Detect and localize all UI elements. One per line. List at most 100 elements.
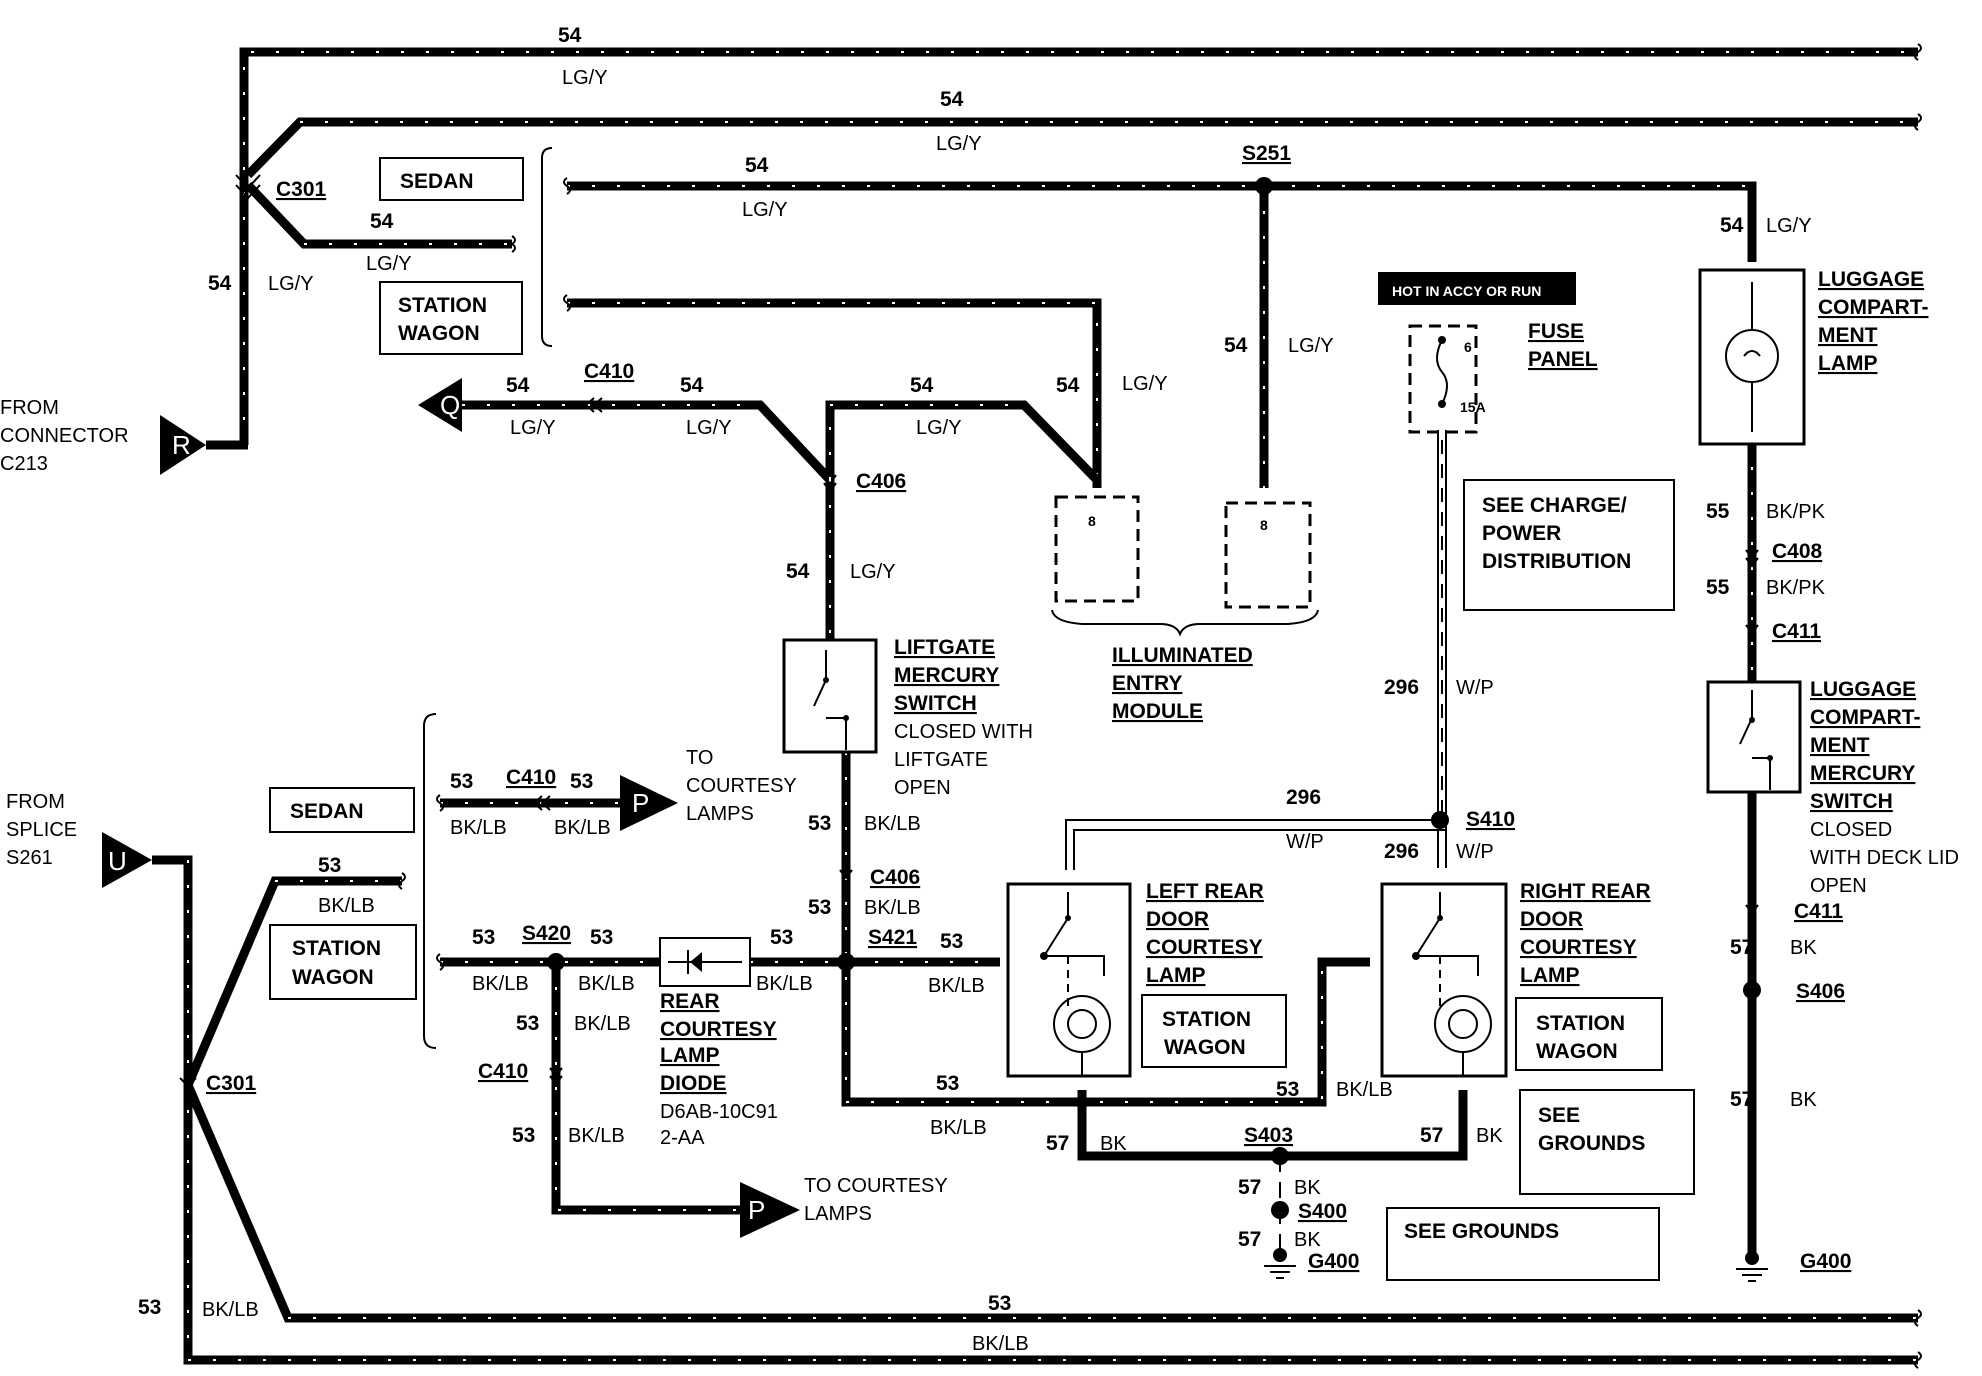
option-box-wagon-top — [379, 281, 523, 355]
label-57: 57 — [1730, 1088, 1753, 1111]
svg-text:8: 8 — [1088, 513, 1096, 529]
label-s421: S421 — [868, 926, 917, 949]
label-to-courtesy-bottom-1: TO COURTESY — [804, 1175, 948, 1197]
label-bklb: BK/LB — [578, 973, 635, 995]
module-bracket — [1051, 609, 1319, 637]
label-lgy: LG/Y — [562, 67, 608, 89]
label-s420: S420 — [522, 922, 571, 945]
label-diode-2: COURTESY — [660, 1018, 777, 1041]
label-left-rear-2: DOOR — [1146, 908, 1209, 931]
label-wp: W/P — [1456, 677, 1494, 699]
wire-54-c406 — [825, 400, 1101, 484]
splice-dot-s420 — [547, 953, 565, 971]
option-box-wagon-bottom — [269, 924, 417, 1000]
label-c411-lower: C411 — [1794, 900, 1843, 923]
label-bk: BK — [1100, 1133, 1127, 1155]
label-bklb: BK/LB — [864, 813, 921, 835]
label-296: 296 — [1384, 840, 1419, 863]
terminal-p-bottom: P — [740, 1182, 800, 1238]
label-see-charge-1: SEE CHARGE/ — [1482, 494, 1627, 517]
label-liftgate-6: OPEN — [894, 777, 951, 799]
label-54: 54 — [910, 374, 934, 397]
splice-dot-s400 — [1271, 1201, 1289, 1219]
label-panel: PANEL — [1528, 348, 1598, 371]
label-c411-upper: C411 — [1772, 620, 1821, 643]
label-57: 57 — [1238, 1176, 1261, 1199]
label-53: 53 — [808, 896, 831, 919]
label-bklb: BK/LB — [972, 1333, 1029, 1355]
label-lgy: LG/Y — [1288, 335, 1334, 357]
ground-symbol-left — [1264, 1248, 1296, 1279]
from-connector-line2: CONNECTOR — [0, 425, 129, 447]
label-54: 54 — [1720, 214, 1744, 237]
label-wagon-bottom: WAGON — [292, 966, 374, 989]
module-box-right — [1224, 501, 1312, 609]
label-luggage-switch-3: MENT — [1810, 734, 1870, 757]
label-57: 57 — [1420, 1124, 1443, 1147]
label-c410-top: C410 — [584, 360, 634, 383]
luggage-lamp — [1698, 268, 1806, 446]
label-bklb: BK/LB — [472, 973, 529, 995]
wire-54-to-q — [462, 400, 834, 484]
label-54: 54 — [370, 210, 394, 233]
label-liftgate-4: CLOSED WITH — [894, 721, 1033, 743]
label-g400-left: G400 — [1308, 1250, 1359, 1273]
label-bklb: BK/LB — [568, 1125, 625, 1147]
label-s410: S410 — [1466, 808, 1515, 831]
label-57: 57 — [1238, 1228, 1261, 1251]
label-53: 53 — [512, 1124, 535, 1147]
label-station-top: STATION — [398, 294, 487, 317]
label-wp: W/P — [1456, 841, 1494, 863]
label-53: 53 — [940, 930, 963, 953]
label-right-rear-4: LAMP — [1520, 964, 1580, 987]
label-diode-part1: D6AB-10C91 — [660, 1101, 778, 1123]
label-luggage-lamp-1: LUGGAGE — [1818, 268, 1924, 291]
label-54: 54 — [745, 154, 769, 177]
splice-dot-s421 — [837, 953, 855, 971]
label-left-rear-4: LAMP — [1146, 964, 1206, 987]
label-bklb: BK/LB — [554, 817, 611, 839]
ground-symbol-right — [1736, 1251, 1768, 1282]
label-left-rear-1: LEFT REAR — [1146, 880, 1264, 903]
label-54: 54 — [680, 374, 704, 397]
label-bklb: BK/LB — [756, 973, 813, 995]
label-54: 54 — [558, 24, 582, 47]
from-splice-line3: S261 — [6, 847, 53, 869]
fuse-panel: 6 15A — [1408, 324, 1486, 434]
label-diode-1: REAR — [660, 990, 720, 1013]
option-bracket-top — [541, 147, 553, 347]
label-296: 296 — [1384, 676, 1419, 699]
label-lgy: LG/Y — [268, 273, 314, 295]
label-station-left-door: STATION — [1162, 1008, 1251, 1031]
wire-53-right-rear — [1068, 957, 1370, 1107]
label-lgy: LG/Y — [510, 417, 556, 439]
label-see-charge-3: DISTRIBUTION — [1482, 550, 1631, 573]
label-53: 53 — [450, 770, 473, 793]
label-module-line1: ILLUMINATED — [1112, 644, 1253, 667]
label-lgy: LG/Y — [916, 417, 962, 439]
label-luggage-switch-6: CLOSED — [1810, 819, 1892, 841]
label-s406: S406 — [1796, 980, 1845, 1003]
label-bk: BK — [1476, 1125, 1503, 1147]
label-to-courtesy-bottom-2: LAMPS — [804, 1203, 872, 1225]
label-module-line3: MODULE — [1112, 700, 1203, 723]
terminal-r: R — [160, 415, 206, 475]
terminal-p-top: P — [620, 775, 678, 831]
label-53: 53 — [936, 1072, 959, 1095]
label-wagon-right-door: WAGON — [1536, 1040, 1618, 1063]
label-to-courtesy-top-3: LAMPS — [686, 803, 754, 825]
label-right-rear-1: RIGHT REAR — [1520, 880, 1651, 903]
label-54: 54 — [1224, 334, 1248, 357]
label-g400-right: G400 — [1800, 1250, 1851, 1273]
label-to-courtesy-top-2: COURTESY — [686, 775, 797, 797]
label-bk: BK — [1790, 937, 1817, 959]
label-station-bottom: STATION — [292, 937, 381, 960]
label-luggage-lamp-2: COMPART- — [1818, 296, 1928, 319]
label-s400: S400 — [1298, 1200, 1347, 1223]
splice-dot-s406 — [1743, 981, 1761, 999]
label-53: 53 — [472, 926, 495, 949]
label-bklb: BK/LB — [202, 1299, 259, 1321]
label-c301-top: C301 — [276, 178, 327, 201]
label-sedan-bottom: SEDAN — [290, 800, 364, 823]
